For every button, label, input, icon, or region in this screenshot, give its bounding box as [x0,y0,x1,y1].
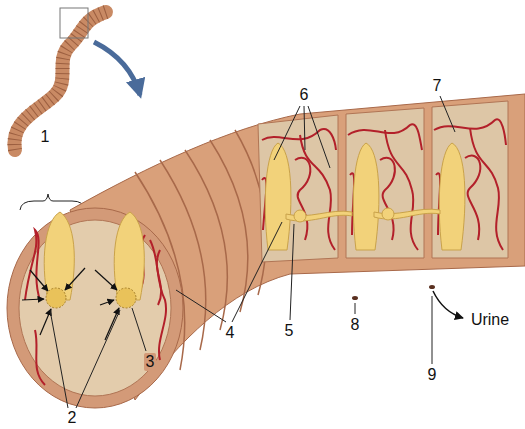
callout-number: 2 [68,409,77,427]
callout-number: 5 [285,322,294,340]
urine-arrow [433,291,463,318]
cutaway-segments [258,101,508,262]
callout-number: 4 [226,324,235,342]
callout-number: 3 [144,353,157,371]
nephridiopore [429,285,435,289]
callout-number: 9 [428,366,437,384]
part-label: Urine [471,311,509,329]
callout-number: 8 [351,316,360,334]
leader-lines [50,96,455,408]
cross-section [7,208,183,408]
callout-number: 1 [41,128,50,146]
callout-number: 6 [300,86,309,104]
nephridium [265,143,465,250]
small-worm [14,8,140,150]
blood-vessels [262,119,506,250]
nephridiopore [352,296,358,300]
callout-number: 7 [433,77,442,95]
